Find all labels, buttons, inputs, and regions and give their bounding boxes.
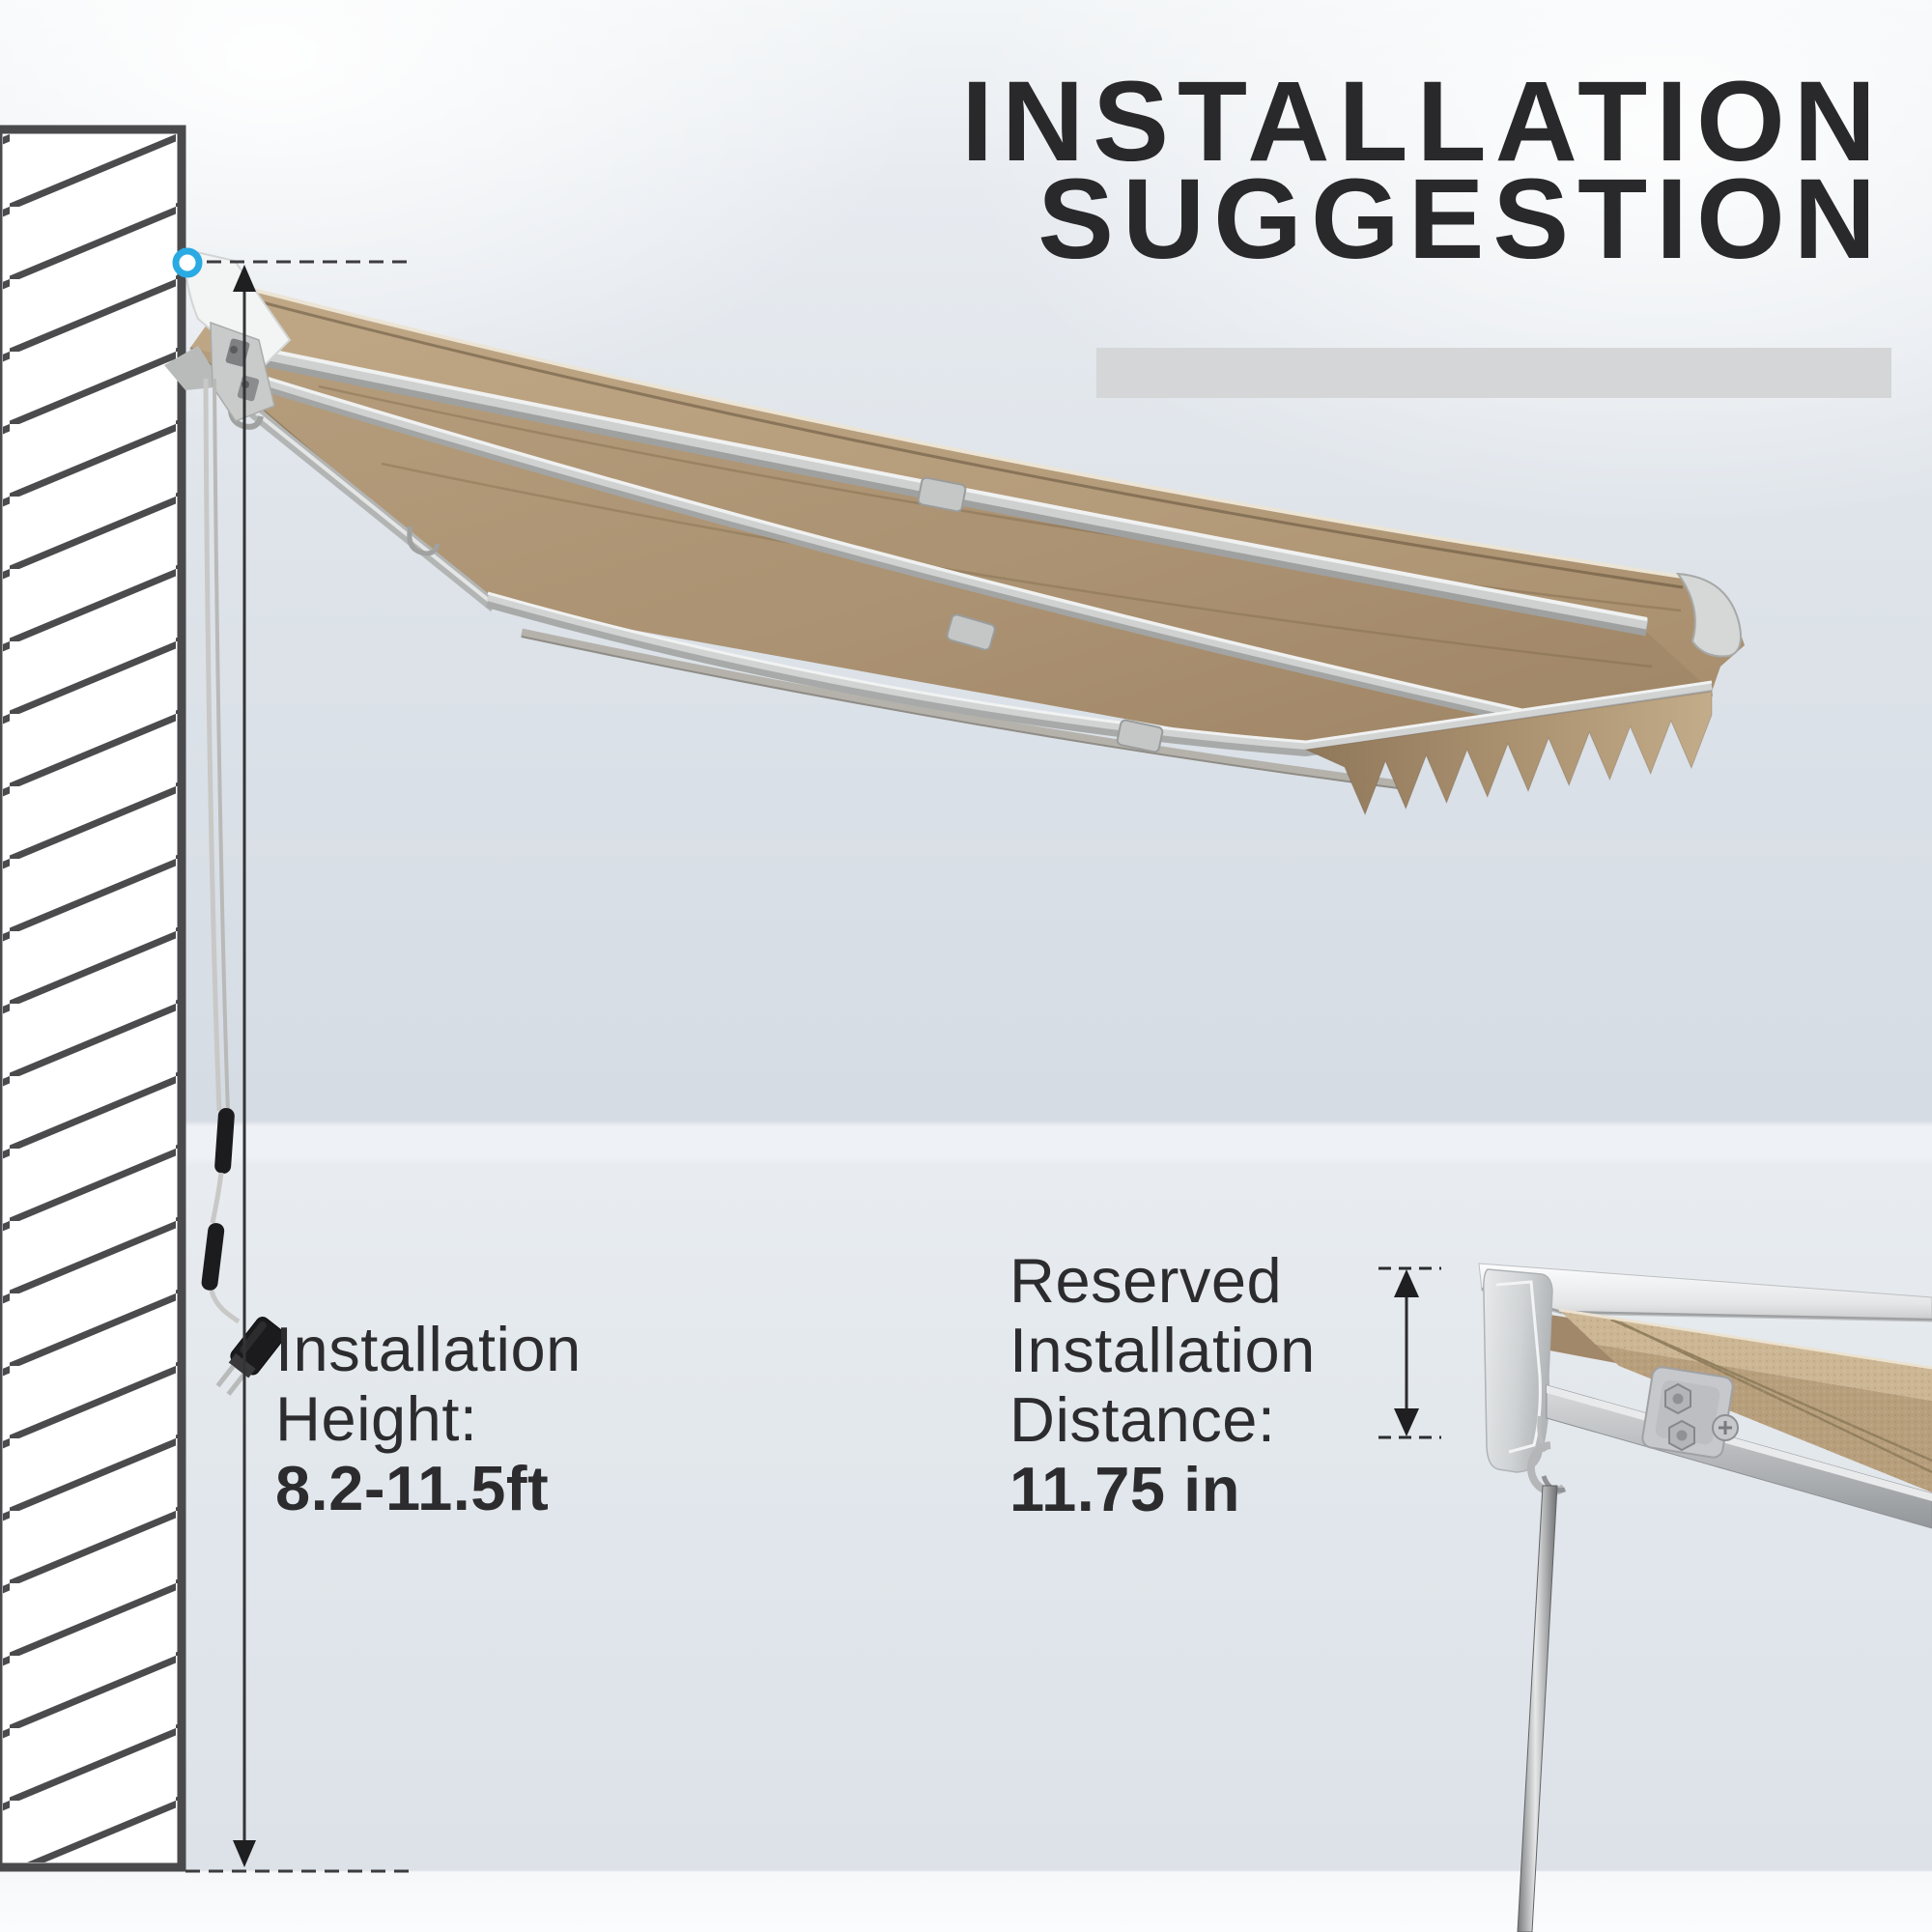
cord-handle (214, 1108, 235, 1175)
distance-dimension (1378, 1266, 1441, 1439)
reserved-distance-label-line-3: Distance: (1009, 1384, 1276, 1455)
installation-height-value: 8.2-11.5ft (275, 1453, 550, 1523)
reserved-distance-value: 11.75 in (1009, 1454, 1240, 1524)
installation-height-annotation: Installation Height: 8.2-11.5ft (275, 1315, 582, 1523)
title-line-1: INSTALLATION (961, 58, 1885, 185)
hand-crank-cord (201, 378, 286, 1396)
front-bar (486, 591, 1714, 757)
end-cap (1675, 572, 1742, 658)
arrow-up-icon (233, 265, 256, 292)
mount-bracket (164, 247, 292, 422)
title-underline-bar (1096, 348, 1891, 398)
height-dimension (172, 247, 415, 1873)
arrow-down-icon (1394, 1408, 1419, 1436)
reserved-distance-label-line-1: Reserved (1009, 1245, 1283, 1316)
detail-support-arm (1546, 1384, 1932, 1529)
mount-point-marker (172, 247, 203, 278)
valance (1304, 691, 1713, 816)
reserved-distance-label-line-2: Installation (1009, 1315, 1316, 1385)
detail-inset (1378, 1263, 1932, 1932)
installation-height-label-line-1: Installation (275, 1314, 582, 1384)
installation-height-label-line-2: Height: (275, 1383, 478, 1454)
title-line-2: SUGGESTION (1037, 156, 1885, 283)
hanging-hook (407, 526, 440, 556)
arrow-down-icon (233, 1840, 256, 1867)
detail-bracket-bolts (1641, 1366, 1739, 1459)
fabric-canopy (189, 283, 1745, 752)
detail-crank-rod (1517, 1485, 1558, 1932)
wall-cross-section (0, 125, 186, 1872)
reserved-distance-annotation: Reserved Installation Distance: 11.75 in (1009, 1246, 1316, 1524)
arrow-up-icon (1394, 1269, 1419, 1297)
cord-handle (201, 1223, 225, 1291)
page-title: INSTALLATION SUGGESTION (961, 58, 1885, 283)
awning-illustration (164, 247, 1745, 1396)
support-arms (219, 342, 1649, 789)
